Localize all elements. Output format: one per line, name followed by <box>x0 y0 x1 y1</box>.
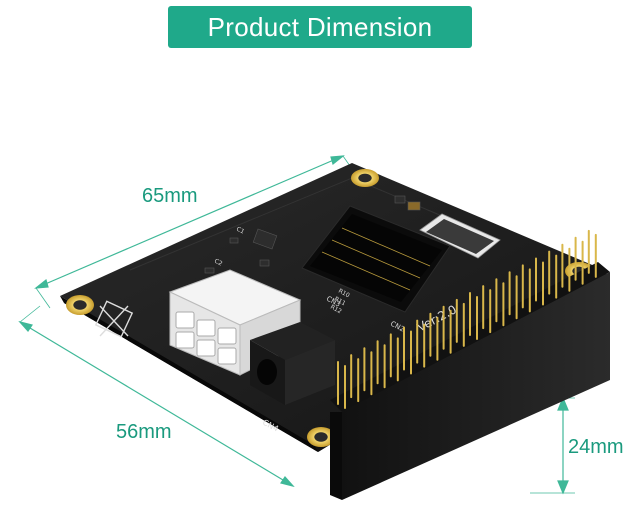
dimension-line-width <box>18 305 295 488</box>
mounting-hole-top <box>351 169 379 187</box>
pcie-slot <box>301 205 451 313</box>
silkscreen-c2: C2 <box>213 258 224 268</box>
page-title: Product Dimension <box>207 11 433 42</box>
mounting-hole-left <box>66 295 94 315</box>
title-banner: Product Dimension <box>168 6 472 48</box>
dc-barrel-jack <box>250 322 335 405</box>
smd-components <box>204 195 421 274</box>
silkscreen-r10: R10 <box>337 288 351 300</box>
gpio-header <box>330 229 610 500</box>
silkscreen-r12: R12 <box>329 304 343 316</box>
dimension-label-height: 24mm <box>568 436 624 458</box>
dimension-label-length: 65mm <box>142 185 198 207</box>
silkscreen-r11: R11 <box>333 296 347 308</box>
mounting-hole-bottom <box>307 427 335 447</box>
silkscreen-c1: C1 <box>235 226 246 236</box>
disposal-symbol-icon <box>94 300 134 338</box>
fpc-connector <box>419 213 501 259</box>
dimension-label-width: 56mm <box>116 421 172 443</box>
